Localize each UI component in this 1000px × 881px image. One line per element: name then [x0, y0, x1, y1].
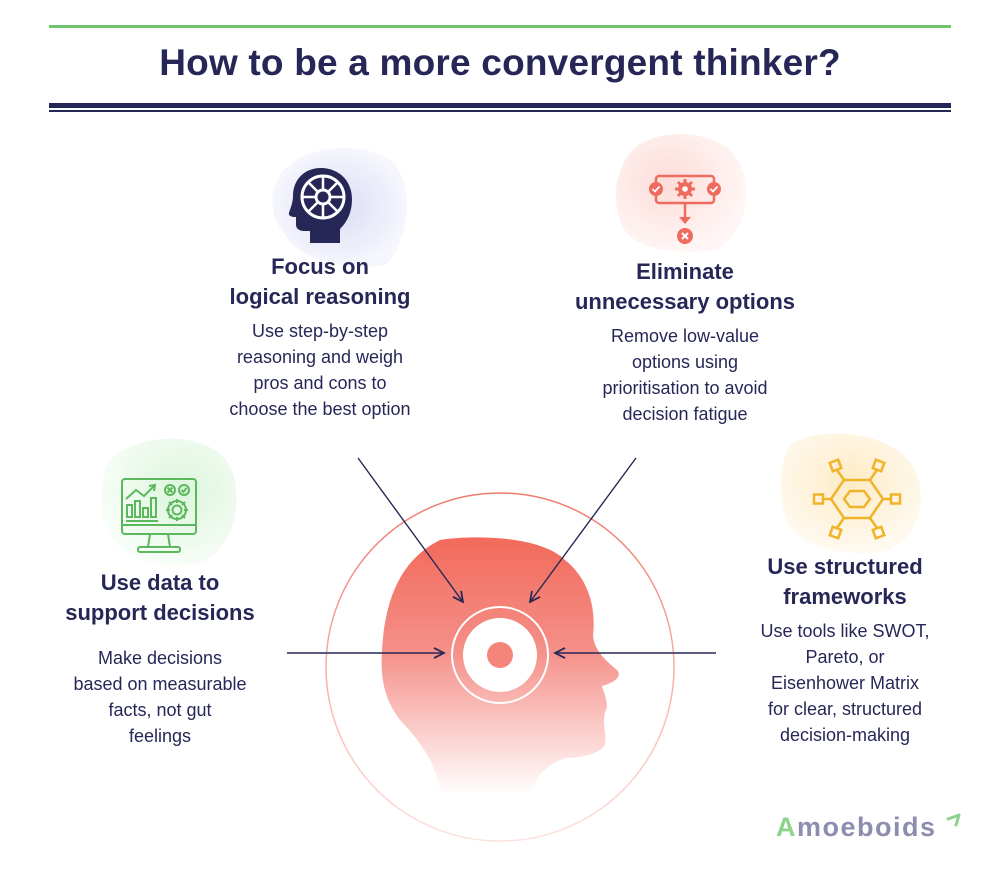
- tip-desc-eliminate-options: Remove low-value options using prioritis…: [540, 323, 830, 427]
- desc-line: facts, not gut: [108, 700, 212, 720]
- logo-arrow-icon: [946, 813, 961, 827]
- tip-heading-data-decisions: Use data to support decisions: [20, 568, 300, 628]
- desc-line: Use step-by-step: [251, 321, 389, 341]
- page-title: How to be a more convergent thinker?: [159, 42, 841, 83]
- heading-line: frameworks: [783, 584, 907, 609]
- logo-initial: A: [776, 812, 797, 842]
- heading-line: support decisions: [65, 600, 255, 625]
- brand-logo: Amoeboids: [776, 812, 937, 843]
- desc-line: Make decisions: [97, 648, 223, 668]
- desc-line: decision-making: [779, 725, 911, 745]
- heading-line: unnecessary options: [574, 289, 796, 314]
- heading-line: Eliminate: [636, 259, 734, 284]
- title-underline-thick: [49, 103, 951, 108]
- head-brain-icon: [288, 168, 352, 243]
- monitor-chart-icon: [121, 478, 197, 553]
- heading-line: Use data to: [100, 570, 220, 595]
- desc-line: Remove low-value: [610, 326, 760, 346]
- desc-line: choose the best option: [229, 399, 411, 419]
- hexagon-network-icon: [812, 458, 902, 540]
- blob-yellow: [780, 433, 921, 553]
- tip-heading-structured-frameworks: Use structured frameworks: [710, 552, 980, 612]
- top-green-rule: [49, 25, 951, 28]
- flow-eliminate-icon: [649, 174, 721, 244]
- heading-line: Focus on: [271, 254, 369, 279]
- title-underline-thin: [49, 110, 951, 112]
- tip-desc-data-decisions: Make decisions based on measurable facts…: [20, 645, 300, 749]
- desc-line: Eisenhower Matrix: [770, 673, 920, 693]
- tip-heading-logical-reasoning: Focus on logical reasoning: [180, 252, 460, 312]
- desc-line: prioritisation to avoid: [602, 378, 768, 398]
- desc-line: Pareto, or: [805, 647, 885, 667]
- desc-line: decision fatigue: [622, 404, 748, 424]
- desc-line: pros and cons to: [253, 373, 387, 393]
- tip-desc-structured-frameworks: Use tools like SWOT, Pareto, or Eisenhow…: [710, 618, 980, 748]
- logo-text: moeboids: [797, 812, 937, 842]
- heading-line: logical reasoning: [229, 284, 411, 309]
- tip-heading-eliminate-options: Eliminate unnecessary options: [540, 257, 830, 317]
- tip-desc-logical-reasoning: Use step-by-step reasoning and weigh pro…: [180, 318, 460, 422]
- desc-line: Use tools like SWOT,: [760, 621, 930, 641]
- desc-line: reasoning and weigh: [236, 347, 404, 367]
- desc-line: based on measurable: [73, 674, 247, 694]
- heading-line: Use structured: [767, 554, 923, 579]
- desc-line: for clear, structured: [767, 699, 923, 719]
- desc-line: options using: [631, 352, 739, 372]
- desc-line: feelings: [128, 726, 192, 746]
